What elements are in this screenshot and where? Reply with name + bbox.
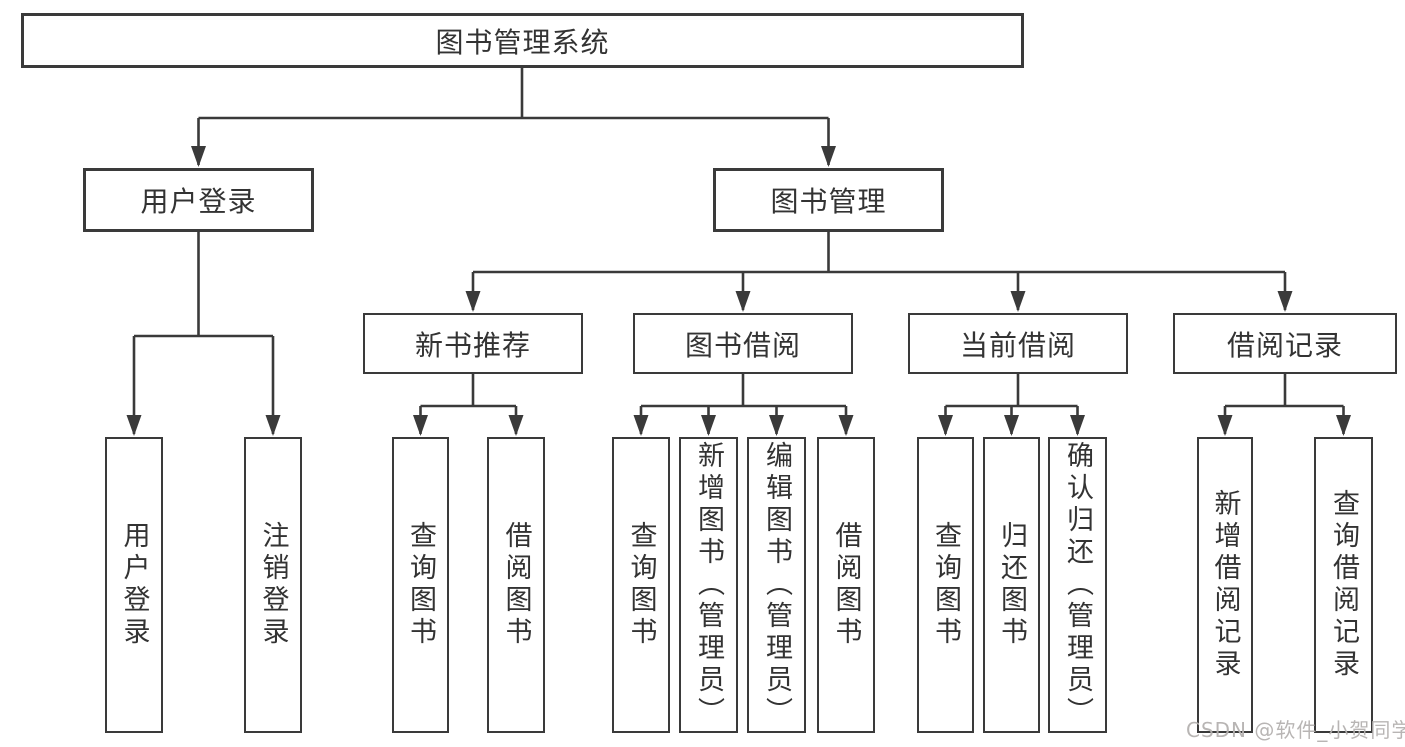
leaf-label: 查询借阅记录 [1328,489,1359,681]
edge-current-borrow-to-leaves [938,374,1085,436]
leaf-logout: 注销登录 [244,437,302,733]
leaf-label: 新增借阅记录 [1209,489,1241,681]
leaf-add-book-admin: 新增图书（管理员） [679,437,738,733]
leaf-borrow-book-2: 借阅图书 [817,437,875,733]
edge-borrow-record-to-leaves [1217,374,1351,436]
csdn-watermark: CSDN @软件_小贺同学 [1186,718,1405,742]
leaf-label: 查询图书 [405,521,436,649]
node-book-borrow: 图书借阅 [633,313,853,374]
leaf-borrow-book-1: 借阅图书 [487,437,545,733]
leaf-user-login: 用户登录 [105,437,163,733]
leaf-query-book-2: 查询图书 [612,437,670,733]
leaf-label: 确认归还（管理员） [1062,441,1093,729]
leaf-add-borrow-record: 新增借阅记录 [1197,437,1253,733]
edge-user-login-to-leaves [126,232,281,436]
node-root-system: 图书管理系统 [21,13,1024,68]
leaf-label: 查询图书 [625,521,657,649]
leaf-return-book: 归还图书 [983,437,1040,733]
leaf-query-borrow-record: 查询借阅记录 [1314,437,1373,733]
edge-book-borrow-to-leaves [633,374,854,436]
edge-root-to-level2 [191,68,836,167]
leaf-label: 用户登录 [118,521,150,649]
node-new-book-recommend: 新书推荐 [363,313,583,374]
leaf-confirm-return-admin: 确认归还（管理员） [1048,437,1107,733]
leaf-label: 注销登录 [257,521,289,649]
leaf-label: 编辑图书（管理员） [761,441,792,729]
leaf-label: 借阅图书 [830,521,862,649]
node-book-management: 图书管理 [713,168,944,232]
node-current-borrow: 当前借阅 [908,313,1128,374]
leaf-query-book-3: 查询图书 [917,437,974,733]
edge-new-book-to-leaves [413,374,524,436]
leaf-label: 借阅图书 [500,521,532,649]
leaf-label: 新增图书（管理员） [693,441,724,729]
node-borrow-record: 借阅记录 [1173,313,1397,374]
leaf-query-book-1: 查询图书 [392,437,449,733]
leaf-edit-book-admin: 编辑图书（管理员） [747,437,806,733]
node-user-login: 用户登录 [83,168,314,232]
leaf-label: 查询图书 [930,521,961,649]
edge-book-mgmt-to-sections [465,232,1293,312]
leaf-label: 归还图书 [996,521,1027,649]
